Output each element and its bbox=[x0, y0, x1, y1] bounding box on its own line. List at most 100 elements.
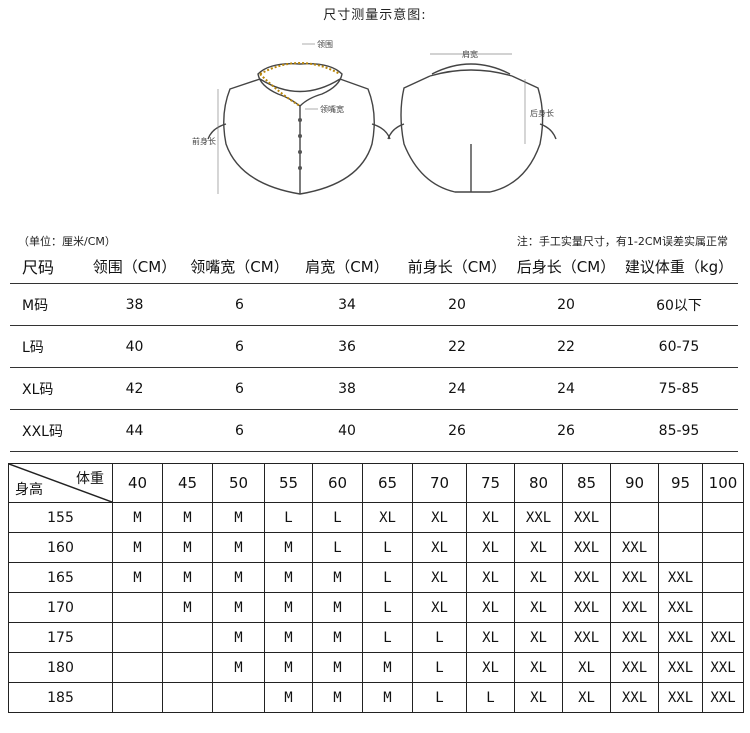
size-recommendation: XXL bbox=[610, 652, 659, 683]
size-recommendation: L bbox=[412, 622, 467, 653]
size-recommendation: M bbox=[362, 652, 413, 683]
size-table-row-cell: 24 bbox=[402, 367, 512, 410]
size-recommendation: XL bbox=[514, 532, 563, 563]
size-recommendation bbox=[212, 682, 265, 713]
size-recommendation: XXL bbox=[562, 532, 611, 563]
size-table-header-cell: 领嘴宽（CM） bbox=[187, 249, 292, 284]
size-recommendation: XL bbox=[466, 592, 515, 623]
size-recommendation: M bbox=[312, 682, 363, 713]
size-table-header-cell: 肩宽（CM） bbox=[292, 249, 402, 284]
corner-cell: 体重身高 bbox=[8, 463, 113, 503]
weight-header: 65 bbox=[362, 463, 413, 503]
diagonal-line bbox=[9, 464, 112, 502]
size-recommendation: XXL bbox=[702, 682, 744, 713]
size-recommendation: XXL bbox=[702, 652, 744, 683]
size-recommendation bbox=[112, 592, 163, 623]
size-table-row-cell: 42 bbox=[82, 367, 187, 410]
corner-height-label: 身高 bbox=[15, 482, 43, 498]
size-table-row-cell: 75-85 bbox=[620, 367, 738, 410]
weight-header: 85 bbox=[562, 463, 611, 503]
weight-header: 50 bbox=[212, 463, 265, 503]
size-recommendation: XXL bbox=[658, 682, 703, 713]
size-table-row-cell: 40 bbox=[82, 325, 187, 368]
size-table-row-cell: 20 bbox=[512, 283, 620, 326]
weight-header: 80 bbox=[514, 463, 563, 503]
weight-header: 60 bbox=[312, 463, 363, 503]
size-table-row-cell: XXL码 bbox=[10, 409, 82, 452]
size-recommendation: M bbox=[312, 592, 363, 623]
size-recommendation: XXL bbox=[610, 562, 659, 593]
size-recommendation: M bbox=[162, 592, 213, 623]
size-recommendation: XXL bbox=[702, 622, 744, 653]
height-label: 160 bbox=[8, 532, 113, 563]
size-recommendation: XL bbox=[412, 592, 467, 623]
measurement-diagram: 领围 领嘴宽 前身长 肩宽 后身长 bbox=[190, 24, 570, 214]
size-recommendation: XXL bbox=[610, 682, 659, 713]
size-recommendation: XXL bbox=[562, 502, 611, 533]
size-recommendation: XXL bbox=[562, 622, 611, 653]
weight-header: 90 bbox=[610, 463, 659, 503]
height-label: 175 bbox=[8, 622, 113, 653]
size-recommendation: M bbox=[312, 562, 363, 593]
size-recommendation bbox=[112, 652, 163, 683]
size-recommendation bbox=[610, 502, 659, 533]
size-recommendation: XL bbox=[412, 532, 467, 563]
size-recommendation: L bbox=[362, 532, 413, 563]
size-recommendation: XXL bbox=[610, 592, 659, 623]
size-table-row-cell: 6 bbox=[187, 325, 292, 368]
size-recommendation: XL bbox=[466, 502, 515, 533]
size-recommendation: XL bbox=[514, 652, 563, 683]
size-table-row-cell: 22 bbox=[402, 325, 512, 368]
size-table-row-cell: 34 bbox=[292, 283, 402, 326]
size-table-row-cell: 44 bbox=[82, 409, 187, 452]
size-table-row-cell: 85-95 bbox=[620, 409, 738, 452]
size-recommendation: XL bbox=[514, 622, 563, 653]
size-recommendation bbox=[162, 622, 213, 653]
size-recommendation: M bbox=[162, 502, 213, 533]
size-recommendation: M bbox=[264, 682, 313, 713]
size-table-row-cell: 40 bbox=[292, 409, 402, 452]
size-recommendation: XL bbox=[562, 682, 611, 713]
size-table-row-cell: 38 bbox=[82, 283, 187, 326]
label-collar-tip: 领嘴宽 bbox=[320, 104, 344, 114]
size-table-row-cell: 38 bbox=[292, 367, 402, 410]
size-recommendation: XL bbox=[514, 682, 563, 713]
size-table-header: 尺码领围（CM）领嘴宽（CM）肩宽（CM）前身长（CM）后身长（CM）建议体重（… bbox=[10, 249, 738, 284]
size-recommendation: XL bbox=[514, 592, 563, 623]
size-recommendation: XL bbox=[362, 502, 413, 533]
size-table-header-cell: 领围（CM） bbox=[82, 249, 187, 284]
size-table-row-cell: 26 bbox=[402, 409, 512, 452]
size-recommendation: XXL bbox=[610, 622, 659, 653]
size-recommendation: XXL bbox=[562, 592, 611, 623]
size-recommendation bbox=[702, 562, 744, 593]
size-recommendation: L bbox=[264, 502, 313, 533]
size-recommendation bbox=[702, 592, 744, 623]
size-recommendation: L bbox=[362, 592, 413, 623]
size-table-row-cell: 22 bbox=[512, 325, 620, 368]
size-table-row-cell: M码 bbox=[10, 283, 82, 326]
size-table-row-cell: 60以下 bbox=[620, 283, 738, 326]
size-recommendation bbox=[658, 532, 703, 563]
size-recommendation: M bbox=[112, 502, 163, 533]
size-recommendation: XXL bbox=[562, 562, 611, 593]
size-recommendation: M bbox=[362, 682, 413, 713]
size-table-row-cell: 6 bbox=[187, 367, 292, 410]
size-recommendation: M bbox=[212, 592, 265, 623]
label-shoulder: 肩宽 bbox=[462, 49, 478, 59]
size-recommendation: L bbox=[412, 652, 467, 683]
size-recommendation: M bbox=[212, 502, 265, 533]
size-recommendation: XXL bbox=[658, 592, 703, 623]
label-front-length: 前身长 bbox=[192, 136, 216, 146]
label-back-length: 后身长 bbox=[530, 108, 554, 118]
size-recommendation: M bbox=[112, 562, 163, 593]
size-recommendation: M bbox=[162, 562, 213, 593]
measurement-note: 注：手工实量尺寸，有1-2CM误差实属正常 bbox=[516, 235, 728, 248]
size-recommendation bbox=[162, 682, 213, 713]
